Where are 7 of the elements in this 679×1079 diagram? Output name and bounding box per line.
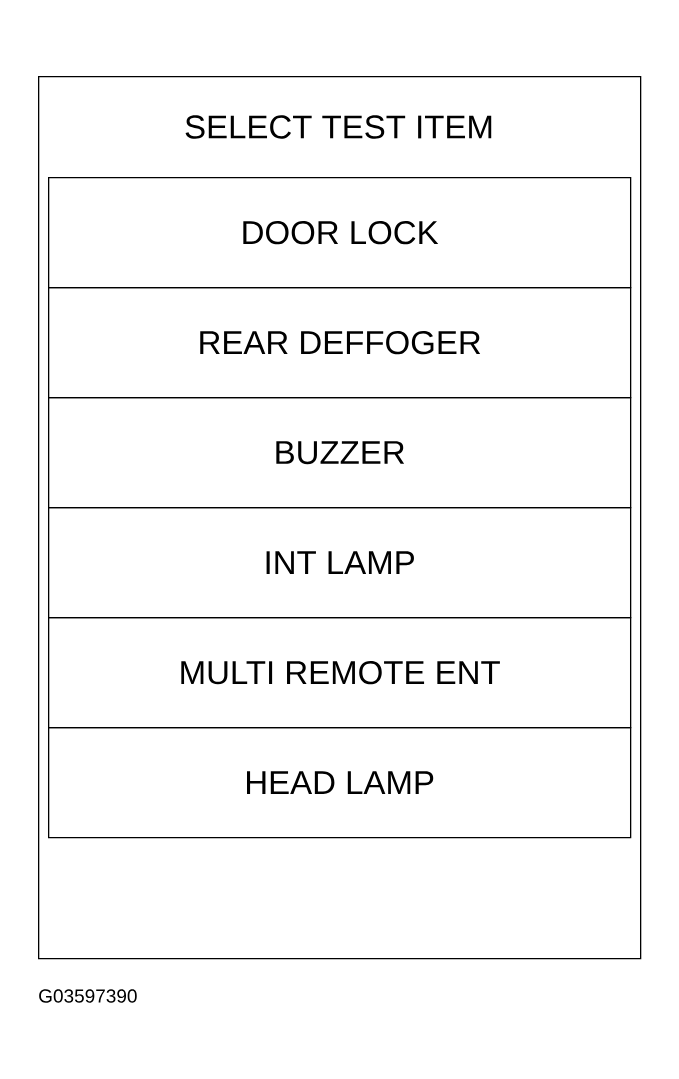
menu-item: HEAD LAMP bbox=[48, 727, 632, 839]
menu-item: MULTI REMOTE ENT bbox=[48, 617, 632, 729]
menu-item: DOOR LOCK bbox=[48, 177, 632, 289]
figure-code: G03597390 bbox=[39, 989, 137, 1003]
menu-item: BUZZER bbox=[48, 397, 632, 509]
menu-item: REAR DEFFOGER bbox=[48, 287, 632, 399]
menu-item: INT LAMP bbox=[48, 507, 632, 619]
